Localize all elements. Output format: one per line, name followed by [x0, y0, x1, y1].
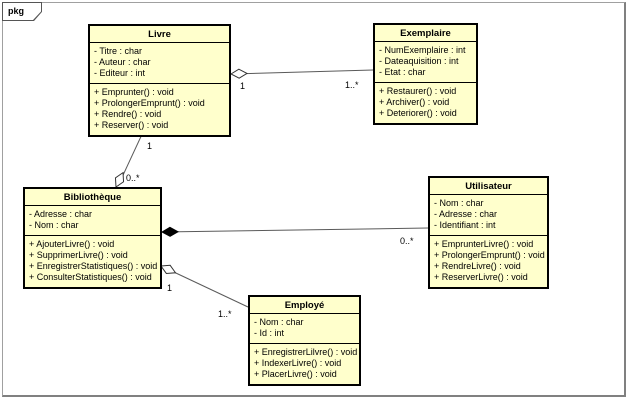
aggregation-diamond-livre — [229, 68, 249, 79]
attributes-compartment: - NumExemplaire : int - Dateaquisition :… — [375, 42, 476, 83]
class-title: Utilisateur — [430, 178, 547, 195]
aggregation-diamond-bibliotheque-top — [114, 171, 125, 188]
class-exemplaire[interactable]: Exemplaire - NumExemplaire : int - Datea… — [373, 23, 478, 125]
attribute: - Nom : char — [29, 220, 79, 230]
attribute: - Id : int — [254, 328, 285, 338]
method: + EnregistrerLilvre() : void — [254, 347, 358, 357]
method: + EmprunterLivre() : void — [434, 239, 534, 249]
attributes-compartment: - Adresse : char - Nom : char — [25, 206, 160, 236]
attribute: - Adresse : char — [434, 209, 498, 219]
method: + RendreLivre() : void — [434, 261, 521, 271]
multiplicity-label: 0..* — [400, 236, 414, 246]
multiplicity-label: 1 — [167, 283, 173, 293]
attribute: - Nom : char — [434, 198, 484, 208]
multiplicity-label: 1..* — [345, 80, 359, 90]
multiplicity-label: 1 — [147, 141, 153, 151]
class-title: Employé — [250, 297, 359, 314]
class-bibliotheque[interactable]: Bibliothèque - Adresse : char - Nom : ch… — [23, 187, 162, 289]
package-tab: pkg — [2, 2, 42, 21]
methods-compartment: + EmprunterLivre() : void + ProlongerEmp… — [430, 236, 547, 287]
method: + Restaurer() : void — [379, 86, 457, 96]
class-title: Exemplaire — [375, 25, 476, 42]
multiplicity-label: 1..* — [218, 309, 232, 319]
methods-compartment: + Restaurer() : void + Archiver() : void… — [375, 83, 476, 123]
multiplicity-label: 1 — [240, 81, 246, 91]
class-title: Bibliothèque — [25, 189, 160, 206]
class-employe[interactable]: Employé - Nom : char - Id : int + Enregi… — [248, 295, 361, 386]
method: + SupprimerLivre() : void — [29, 250, 128, 260]
attribute: - Titre : char — [94, 46, 143, 56]
attribute: - Dateaquisition : int — [379, 56, 459, 66]
method: + AjouterLivre() : void — [29, 239, 115, 249]
class-utilisateur[interactable]: Utilisateur - Nom : char - Adresse : cha… — [428, 176, 549, 289]
method: + ProlongerEmprunt() : void — [434, 250, 545, 260]
diagram-frame — [2, 2, 626, 397]
attribute: - Adresse : char — [29, 209, 93, 219]
attribute: - Nom : char — [254, 317, 304, 327]
aggregation-diamond-bibliotheque-bottom — [160, 264, 177, 274]
multiplicity-label: 0..* — [126, 173, 140, 183]
methods-compartment: + AjouterLivre() : void + SupprimerLivre… — [25, 236, 160, 287]
attributes-compartment: - Titre : char - Auteur : char - Editeur… — [90, 43, 229, 84]
method: + Rendre() : void — [94, 109, 162, 119]
method: + Archiver() : void — [379, 97, 450, 107]
association-livre-exemplaire[interactable] — [230, 69, 374, 75]
attributes-compartment: - Nom : char - Adresse : char - Identifi… — [430, 195, 547, 236]
class-livre[interactable]: Livre - Titre : char - Auteur : char - E… — [88, 24, 231, 137]
attribute: - NumExemplaire : int — [379, 45, 466, 55]
method: + EnregistrerStatistiques() : void — [29, 261, 158, 271]
method: + Emprunter() : void — [94, 87, 174, 97]
association-bibliotheque-utilisateur[interactable] — [161, 227, 429, 233]
attributes-compartment: - Nom : char - Id : int — [250, 314, 359, 344]
method: + IndexerLivre() : void — [254, 358, 342, 368]
methods-compartment: + EnregistrerLilvre() : void + IndexerLi… — [250, 344, 359, 384]
method: + Deteriorer() : void — [379, 108, 457, 118]
method: + Reserver() : void — [94, 120, 169, 130]
method: + ConsulterStatistiques() : void — [29, 272, 152, 282]
method: + ReserverLivre() : void — [434, 272, 528, 282]
methods-compartment: + Emprunter() : void + ProlongerEmprunt(… — [90, 84, 229, 135]
package-tab-label: pkg — [3, 3, 41, 20]
method: + ProlongerEmprunt() : void — [94, 98, 205, 108]
composition-diamond-bibliotheque — [160, 226, 180, 237]
method: + PlacerLivre() : void — [254, 369, 337, 379]
class-title: Livre — [90, 26, 229, 43]
attribute: - Identifiant : int — [434, 220, 496, 230]
attribute: - Etat : char — [379, 67, 426, 77]
attribute: - Auteur : char — [94, 57, 151, 67]
attribute: - Editeur : int — [94, 68, 146, 78]
